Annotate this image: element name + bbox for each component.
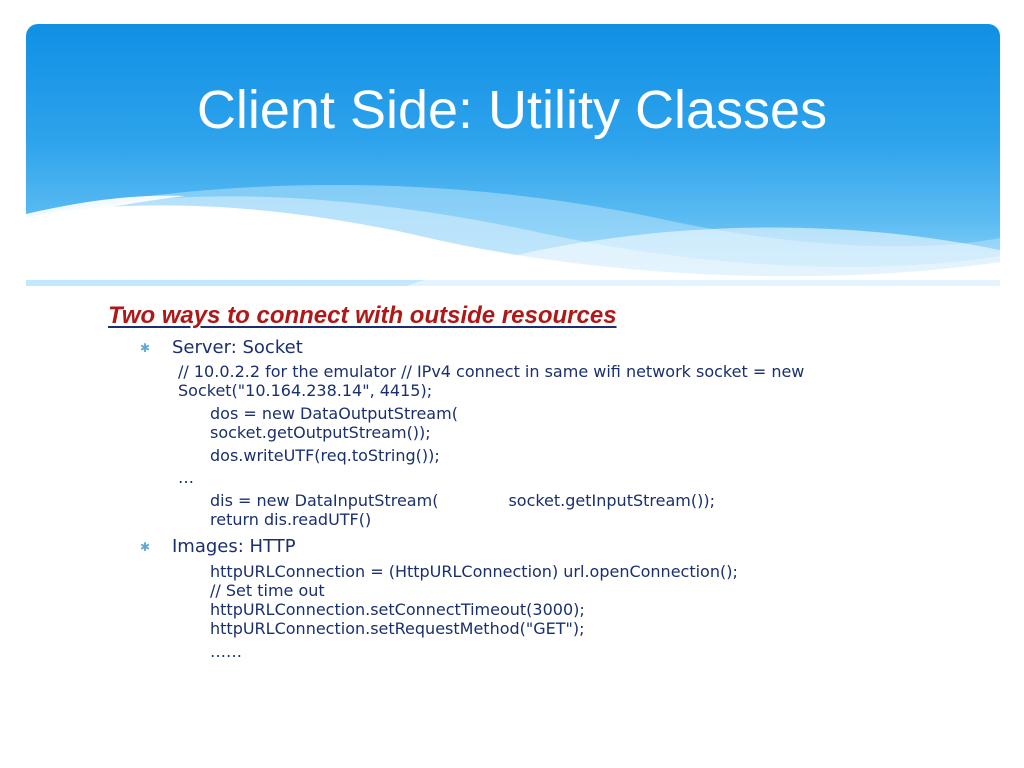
code-line: Socket("10.164.238.14", 4415); [178, 381, 433, 400]
section-heading: Two ways to connect with outside resourc… [108, 302, 617, 329]
bullet-server-socket: ✱ Server: Socket [108, 336, 968, 359]
code-line: // 10.0.2.2 for the emulator // IPv4 con… [178, 362, 805, 381]
asterisk-bullet-icon: ✱ [140, 341, 151, 355]
banner-white-curve [26, 205, 1000, 280]
code-line: dos.writeUTF(req.toString()); [210, 446, 440, 465]
code-line: httpURLConnection = (HttpURLConnection) … [210, 562, 738, 581]
code-fragment: dis = new DataInputStream( [210, 491, 439, 510]
code-ellipsis: … [178, 468, 194, 487]
code-line: httpURLConnection.setConnectTimeout(3000… [210, 600, 585, 619]
code-line-dis: dis = new DataInputStream( socket.getInpu… [108, 491, 968, 510]
code-ellipsis: …… [210, 642, 242, 661]
bullet-label: Images: HTTP [172, 536, 296, 557]
code-line: dos = new DataOutputStream( [210, 404, 458, 423]
code-line: return dis.readUTF() [210, 510, 372, 529]
code-line: socket.getOutputStream()); [210, 423, 431, 442]
bullet-label: Server: Socket [172, 337, 303, 358]
slide-content: Two ways to connect with outside resourc… [108, 300, 968, 661]
code-fragment: socket.getInputStream()); [508, 491, 715, 510]
asterisk-bullet-icon: ✱ [140, 540, 151, 554]
code-line: // Set time out [210, 581, 325, 600]
slide-title: Client Side: Utility Classes [196, 80, 828, 140]
code-line: httpURLConnection.setRequestMethod("GET"… [210, 619, 585, 638]
bullet-images-http: ✱ Images: HTTP [108, 535, 968, 558]
